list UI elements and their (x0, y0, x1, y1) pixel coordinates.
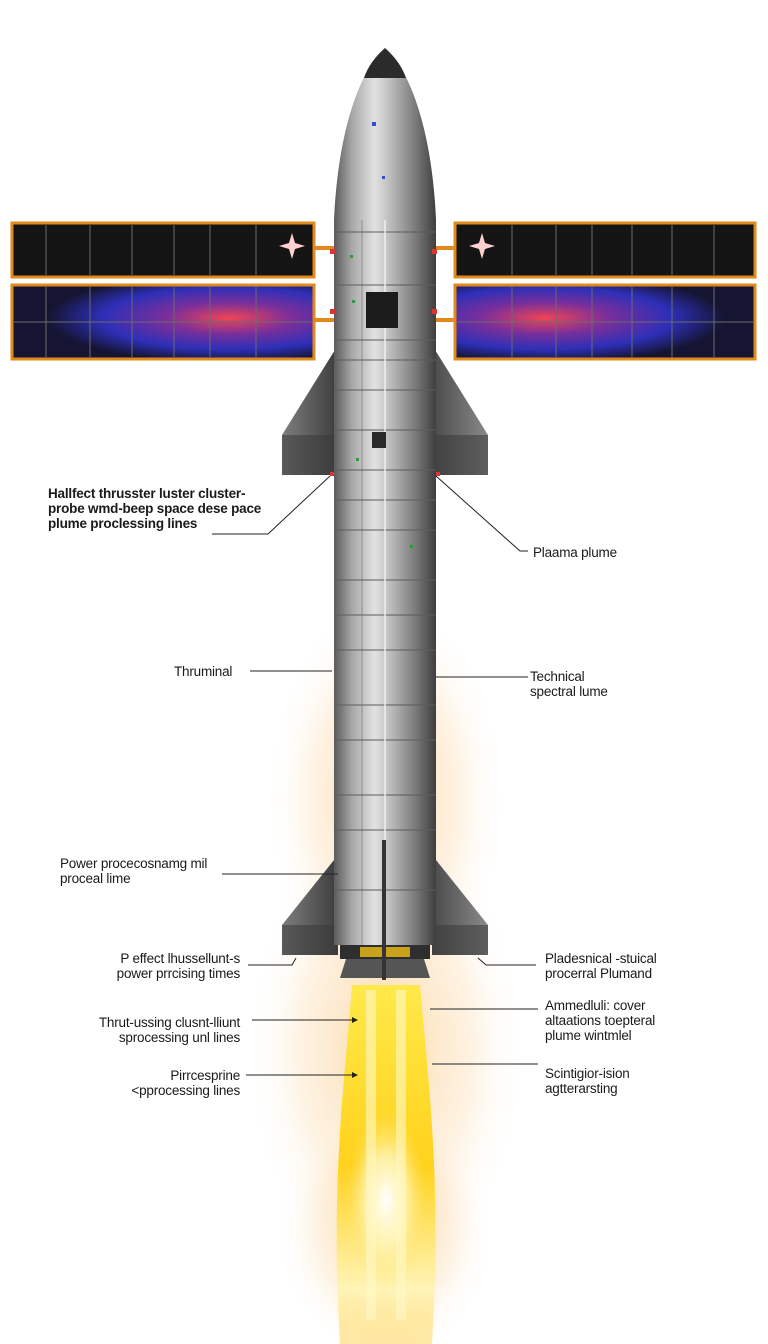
label-hall-effect: Hallfect thrusster luster cluster- probe… (48, 486, 262, 531)
upper-fins (282, 345, 488, 475)
label-power-proc: Power procecosnamg mil proceal lime (60, 856, 208, 886)
rocket-body (330, 48, 440, 980)
label-scintigior: Scintigior-ision agtterarsting (545, 1066, 630, 1096)
label-pirrcesprine: Pirrcesprine <pprocessing lines (131, 1068, 240, 1098)
exhaust-flame (336, 985, 436, 1344)
label-plasma-plume: Plaama plume (533, 545, 617, 560)
label-thrut: Thrut-ussing clusnt-lliunt sprocessing u… (98, 1015, 240, 1045)
label-ammedluli: Ammedluli: cover altaations toepteral pl… (545, 998, 656, 1043)
leader-arrowheads (352, 1017, 358, 1078)
lower-fins (282, 855, 488, 955)
solar-panel-left (10, 221, 338, 361)
leader-lines (212, 475, 538, 1076)
label-technical: Technical spectral lume (530, 669, 608, 699)
label-p-effect: P effect lhussellunt-s power prrcising t… (116, 951, 241, 981)
label-thruminal: Thruminal (174, 664, 233, 679)
label-pladestnical: Pladesnical -stuical procerral Plumand (545, 951, 657, 981)
solar-panel-right (432, 221, 757, 361)
